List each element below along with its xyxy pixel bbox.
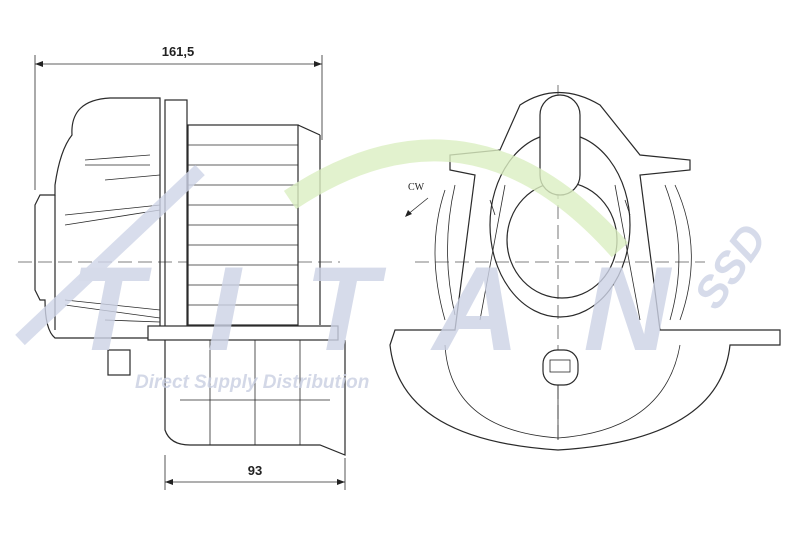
dimension-height: 93 — [248, 463, 262, 478]
watermark-suffix: SSD — [685, 216, 777, 318]
connector — [542, 349, 579, 386]
rotation-label: CW — [408, 182, 425, 193]
side-view: 161,5 93 — [18, 44, 346, 490]
dimension-width: 161,5 — [162, 44, 195, 59]
watermark-arc — [283, 139, 629, 258]
front-view: CW — [389, 85, 781, 451]
watermark-swoosh — [15, 164, 205, 346]
rotation-arrow-icon — [406, 197, 429, 216]
watermark-tagline: Direct Supply Distribution — [135, 372, 369, 393]
watermark: TITAN SSD Direct Supply Distribution — [15, 139, 777, 393]
